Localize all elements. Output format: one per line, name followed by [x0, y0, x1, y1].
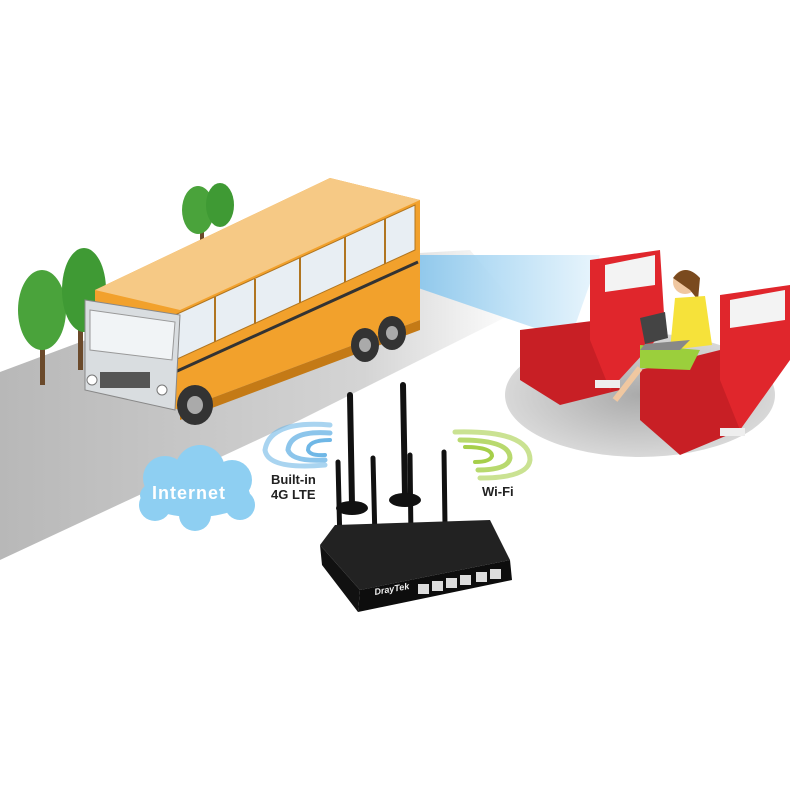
- lte-signal-icon: [262, 421, 333, 469]
- wifi-signal-icon: [452, 429, 533, 481]
- lte-label-line1: Built-in: [271, 472, 316, 487]
- lte-label: Built-in 4G LTE: [271, 472, 316, 502]
- internet-label: Internet: [152, 483, 227, 503]
- trees: [18, 183, 234, 385]
- passenger-with-laptop: [612, 270, 712, 402]
- router: DrayTek: [320, 382, 512, 612]
- airplane-seats: [520, 250, 790, 455]
- lte-label-line2: 4G LTE: [271, 487, 316, 502]
- wifi-label: Wi-Fi: [482, 484, 514, 499]
- bus: [84, 178, 420, 425]
- internet-cloud-icon: [139, 445, 255, 531]
